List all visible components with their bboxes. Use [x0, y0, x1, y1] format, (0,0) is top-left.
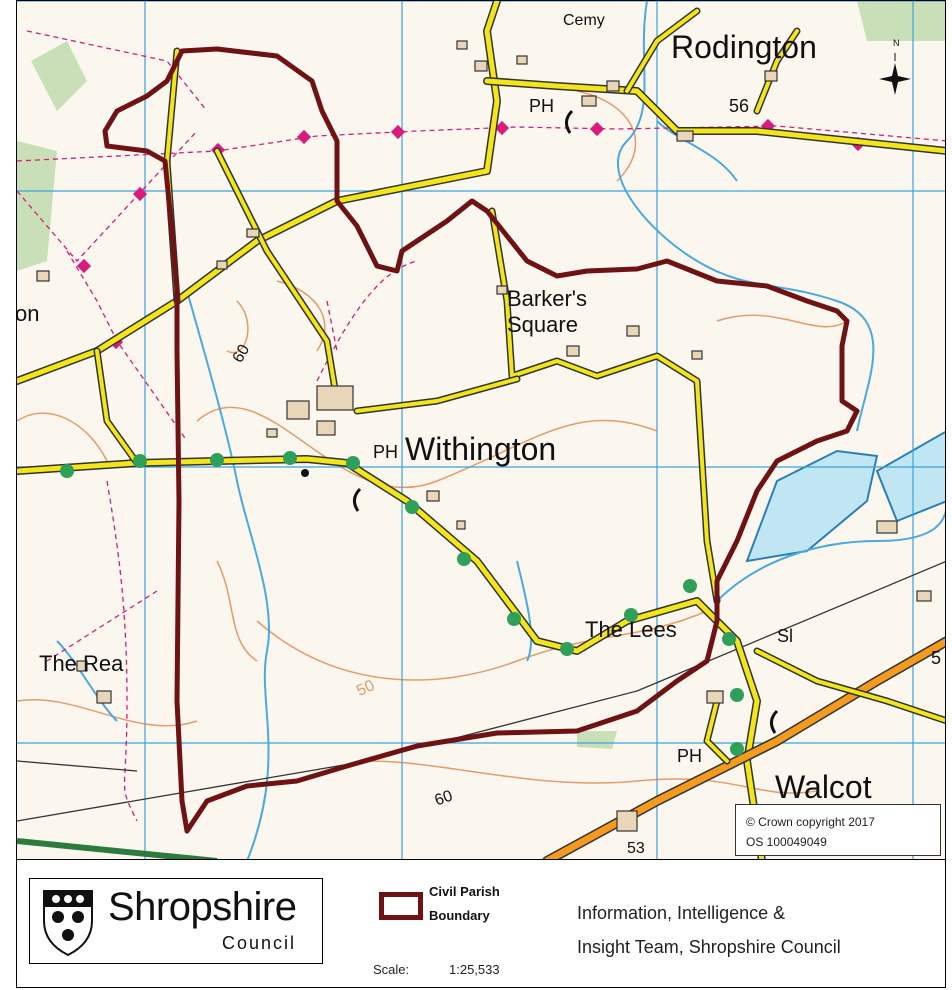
- coat-of-arms-icon: [43, 890, 93, 957]
- contour-lines: [17, 90, 848, 794]
- label-the-lees: The Lees: [585, 617, 677, 642]
- scale-label: Scale:: [373, 962, 410, 977]
- team-credit: Information, Intelligence & Insight Team…: [577, 896, 841, 964]
- copyright-line-1: © Crown copyright 2017: [746, 815, 875, 829]
- footpaths: [17, 30, 945, 822]
- compass-rose-icon: [879, 53, 911, 95]
- footpath-markers: [76, 118, 866, 350]
- label-walcot: Walcot: [775, 769, 872, 805]
- label-partial-5: 5: [931, 648, 942, 668]
- woodland-patch: [31, 41, 87, 111]
- copyright-line-2: OS 100049049: [746, 835, 827, 849]
- lake: [875, 430, 945, 523]
- woodland-patch: [577, 731, 617, 749]
- os-map: [17, 1, 945, 859]
- cycle-route-markers: [60, 451, 744, 756]
- streams: [56, 1, 945, 859]
- parish-boundary-swatch: [379, 892, 423, 920]
- logo-title: Shropshire: [108, 885, 297, 929]
- label-rodington: Rodington: [671, 29, 817, 65]
- legend-label-line-2: Boundary: [429, 908, 490, 923]
- landmark-symbols: [301, 109, 779, 734]
- north-label: N: [893, 38, 900, 48]
- label-withington: Withington: [405, 431, 557, 467]
- legend-label: Civil Parish Boundary: [429, 880, 500, 928]
- label-barkers-square-1: Barker's: [507, 286, 587, 311]
- team-credit-line-1: Information, Intelligence &: [577, 903, 786, 923]
- shropshire-council-logo: Shropshire Council: [29, 878, 323, 964]
- copyright-notice: © Crown copyright 2017 OS 100049049: [735, 804, 941, 856]
- railway-embankment: [17, 838, 218, 859]
- civil-parish-boundary: [102, 46, 860, 834]
- label-pub-walcot: PH: [677, 746, 703, 766]
- power-lines: [17, 561, 945, 822]
- label-barkers-square-2: Square: [507, 312, 578, 337]
- logo-subtitle: Council: [222, 933, 297, 953]
- scale-value: 1:25,533: [449, 962, 500, 977]
- label-spot-height-56: 56: [729, 96, 750, 116]
- woodland-patch: [17, 141, 57, 271]
- buildings: [36, 40, 932, 832]
- label-pub-rodington: PH: [529, 96, 555, 116]
- team-credit-line-2: Insight Team, Shropshire Council: [577, 937, 841, 957]
- label-partial-sl: Sl: [777, 626, 794, 646]
- label-partial-53: 53: [627, 840, 645, 857]
- map-area[interactable]: Rodington Withington Barker's Square The…: [16, 0, 946, 860]
- woodland-patch: [857, 1, 945, 41]
- legend-label-line-1: Civil Parish: [429, 884, 500, 899]
- label-partial-on: on: [16, 301, 40, 326]
- label-cemy: Cemy: [563, 12, 605, 29]
- label-the-rea: The Rea: [39, 651, 124, 676]
- label-pub-withington: PH: [373, 442, 399, 462]
- map-footer: Shropshire Council Civil Parish Boundary…: [16, 860, 946, 988]
